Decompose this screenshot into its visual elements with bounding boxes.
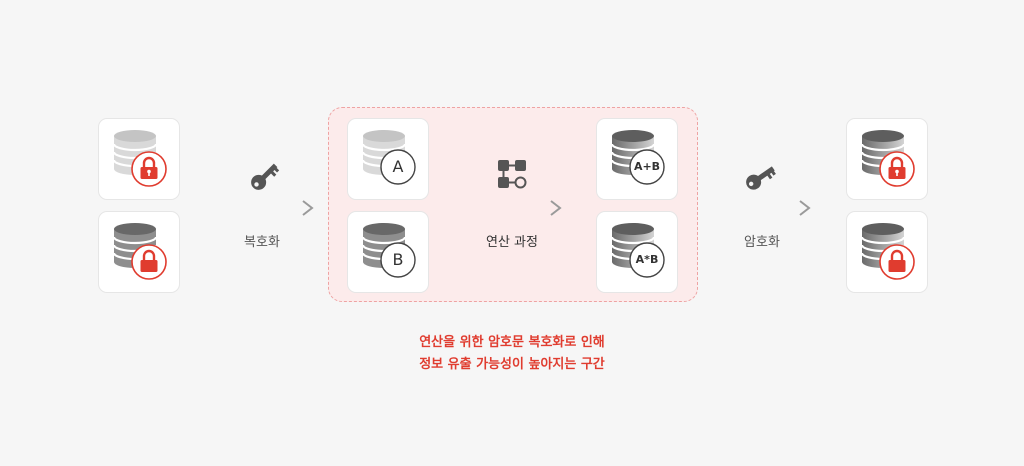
compute-arrow <box>463 200 562 216</box>
database-locked-icon <box>860 128 916 188</box>
db-card-b: B <box>347 211 429 293</box>
badge-product-label: A*B <box>635 253 659 266</box>
badge-a-label: A <box>392 157 404 176</box>
key-icon <box>251 163 280 190</box>
badge-sum-label: A+B <box>633 160 661 173</box>
db-card-product: A*B <box>596 211 678 293</box>
encrypted-db-card-bottom <box>98 211 180 293</box>
encrypted-db-card-top <box>98 118 180 200</box>
badge-b-label: B <box>392 250 404 269</box>
reencrypted-db-card-bottom <box>846 211 928 293</box>
database-locked-icon <box>860 221 916 281</box>
decrypt-arrow <box>215 200 314 216</box>
db-card-sum: A+B <box>596 118 678 200</box>
database-locked-icon <box>112 128 168 188</box>
reencrypted-db-card-top <box>846 118 928 200</box>
encrypt-arrow <box>712 200 811 216</box>
warning-line-2: 정보 유출 가능성이 높아지는 구간 <box>419 357 605 372</box>
warning-line-1: 연산을 위한 암호문 복호화로 인해 <box>419 335 605 350</box>
key-icon <box>746 166 776 190</box>
db-card-a: A <box>347 118 429 200</box>
decrypt-label: 복호화 <box>244 235 280 250</box>
encrypt-label: 암호화 <box>744 235 780 250</box>
database-locked-icon <box>112 221 168 281</box>
process-flow-icon <box>498 160 527 189</box>
compute-label: 연산 과정 <box>486 235 538 250</box>
